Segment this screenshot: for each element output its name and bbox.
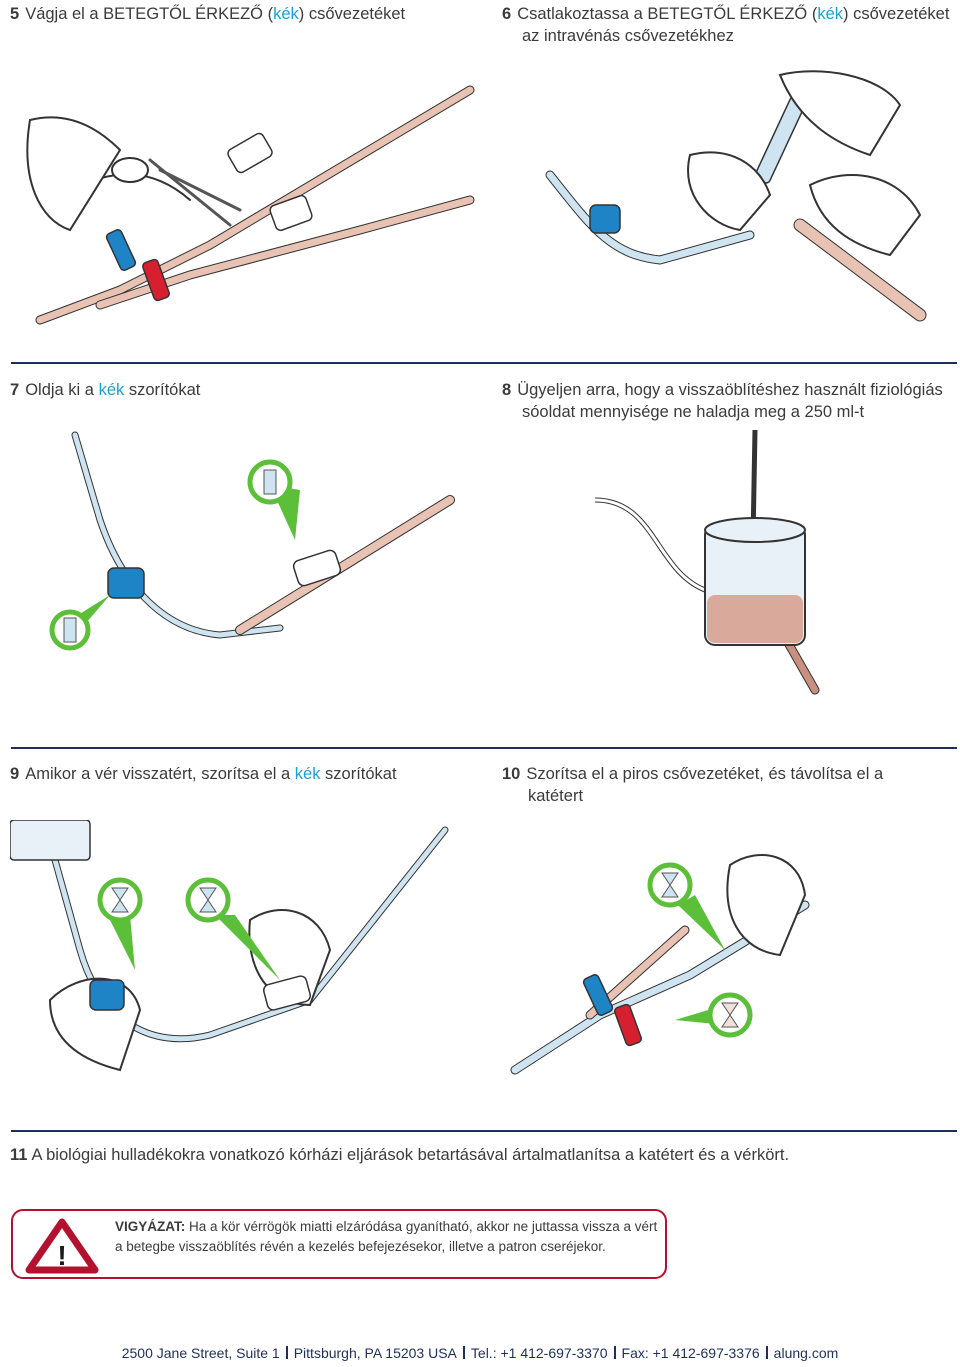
footer-separator (613, 1346, 616, 1359)
section-divider (11, 362, 957, 364)
illustration-connect-iv-tube (545, 70, 927, 322)
step-number: 5 (10, 5, 20, 23)
footer-separator (462, 1346, 465, 1359)
warning-symbol: ! (57, 1240, 66, 1271)
footer-phone: Tel.: +1 412-697-3370 (470, 1345, 608, 1361)
footer-address: 2500 Jane Street, Suite 1 (121, 1345, 280, 1361)
step-number: 6 (502, 5, 512, 23)
section-divider (11, 747, 957, 749)
step-number: 8 (502, 381, 512, 399)
illustration-clamp-red-remove-catheter (510, 854, 810, 1075)
footer-separator (285, 1346, 288, 1359)
section-divider (11, 1130, 957, 1132)
step-number: 7 (10, 381, 20, 399)
footer-city: Pittsburgh, PA 15203 USA (293, 1345, 457, 1361)
footer-website-link[interactable]: alung.com (773, 1345, 839, 1361)
warning-triangle-icon: ! (25, 1218, 99, 1274)
step-number: 9 (10, 765, 20, 783)
step-number: 10 (502, 765, 521, 783)
footer-fax: Fax: +1 412-697-3376 (621, 1345, 760, 1361)
illustration-saline-container (595, 430, 820, 695)
warning-text: VIGYÁZAT: Ha a kör vérrögök miatti elzár… (115, 1219, 658, 1254)
warning-box: ! VIGYÁZAT: Ha a kör vérrögök miatti elz… (11, 1209, 667, 1279)
illustration-cut-patient-tube (26, 85, 475, 325)
warning-label: VIGYÁZAT: (115, 1219, 186, 1234)
illustration-release-blue-clamps (49, 431, 455, 651)
footer-contact: 2500 Jane Street, Suite 1 Pittsburgh, PA … (0, 1345, 960, 1361)
illustration-clamp-blue-clamps (10, 820, 449, 1072)
step-number: 11 (10, 1146, 28, 1164)
footer-separator (765, 1346, 768, 1359)
